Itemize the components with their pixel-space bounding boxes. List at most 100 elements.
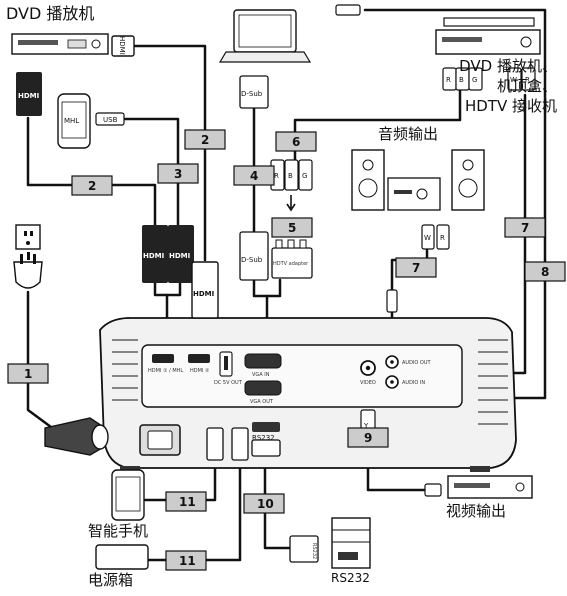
rbg-mid-g: G [302, 172, 307, 180]
usb-plugs-bottom [206, 427, 249, 461]
tag-10-text: 10 [257, 497, 274, 511]
cable-tags: 1 2 2 3 4 5 6 7 [7, 129, 566, 571]
tag-6: 6 [275, 131, 317, 152]
rbg-top-r: R [446, 76, 451, 84]
av-source-line-1: DVD 播放机、 [459, 57, 557, 75]
video-output-label: 视频输出 [446, 502, 507, 520]
wr-top-w: W [510, 76, 517, 84]
smartphone-label: 智能手机 [88, 522, 149, 540]
tag-11b-text: 11 [179, 554, 196, 568]
power-bank-label: 电源箱 [88, 571, 134, 589]
tag-9: 9 [347, 427, 389, 448]
rs232-port-label: RS232 [252, 434, 275, 442]
vga-in-port-label: VGA IN [252, 372, 270, 378]
tag-11a: 11 [165, 491, 207, 512]
wr-top-r: R [525, 76, 530, 84]
rbg-plugs-mid: R B G [270, 159, 313, 212]
tag-10: 10 [243, 493, 285, 514]
audio-in-port-label: AUDIO IN [402, 380, 425, 386]
tag-7a-text: 7 [412, 261, 420, 275]
power-plug [13, 252, 43, 289]
hdmi-plug-dvd-label: HDMI [118, 36, 126, 55]
tag-3: 3 [157, 163, 199, 184]
audio-jack-plug [386, 289, 398, 313]
hdmi-plug-left-label: HDMI [18, 92, 39, 100]
mhl-label: MHL [64, 117, 79, 125]
dc-out-port-label: DC 5V OUT [214, 380, 243, 386]
tag-2a-text: 2 [88, 179, 96, 193]
hdmi-plug-a-label: HDMI [143, 252, 164, 260]
wr-plugs-top: W R [507, 67, 536, 91]
hdmi1-port-label: HDMI ① / MHL [148, 368, 183, 374]
dsub-plug-bottom: D-Sub [239, 231, 269, 281]
audio-out-port-label: AUDIO OUT [402, 360, 432, 366]
tag-6-text: 6 [292, 135, 300, 149]
power-cord-plug [44, 417, 109, 456]
av-sources-label: DVD 播放机、 机顶盒、 HDTV 接收机 [459, 56, 557, 116]
laptop [218, 9, 312, 63]
tag-3-text: 3 [174, 167, 182, 181]
hdmi-plugs-pair: HDMI HDMI [142, 225, 194, 283]
tag-2b: 2 [184, 129, 226, 150]
mhl-phone: MHL [57, 93, 91, 149]
hdmi-plug-single: HDMI [191, 261, 219, 319]
hdtv-adapter-label: HDTV adapter [273, 261, 309, 267]
rs232-connector-side: RS232 [289, 535, 319, 563]
dsub-top-label: D-Sub [241, 90, 263, 98]
hdmi-plug-single-label: HDMI [193, 290, 214, 298]
cable-dsub-join [252, 278, 282, 298]
av-source-line-3: HDTV 接收机 [464, 97, 557, 115]
av-source-line-2: 机顶盒、 [496, 77, 557, 95]
vga-in-port[interactable] [244, 353, 282, 369]
rs232-side-label: RS232 [311, 543, 317, 559]
hdmi-plug-b-label: HDMI [169, 252, 190, 260]
dvd-player-right [435, 17, 541, 55]
tag-7b: 7 [504, 217, 546, 238]
hdmi2-port[interactable] [188, 354, 210, 363]
hdmi-plug-dvd: HDMI [111, 35, 135, 57]
vga-out-port[interactable] [244, 380, 282, 396]
cable-component [293, 82, 462, 162]
tag-4-text: 4 [250, 169, 258, 183]
cable-mhl [122, 117, 180, 227]
video-port-label: VIDEO [360, 380, 376, 386]
vcr [447, 475, 533, 499]
speakers [351, 149, 485, 211]
rbg-top-g: G [472, 76, 477, 84]
cable-hdmi-dvd-left [26, 116, 157, 227]
tag-8-text: 8 [541, 265, 549, 279]
tag-8: 8 [524, 261, 566, 282]
dsub-plug-top: D-Sub [239, 75, 269, 109]
wr-mid-r: R [440, 234, 445, 242]
tag-2b-text: 2 [201, 133, 209, 147]
tag-1-text: 1 [24, 367, 32, 381]
usb-plug: USB [95, 112, 125, 126]
tag-7a: 7 [395, 257, 437, 278]
rbg-mid-r: R [274, 172, 279, 180]
tag-11b: 11 [165, 550, 207, 571]
smartphone [111, 469, 145, 521]
power-outlet [15, 224, 41, 250]
cable-hdmi-pair-join [153, 281, 182, 297]
y-plug-label: Y [363, 422, 369, 430]
dvd-player-label: DVD 播放机 [6, 4, 95, 23]
tag-5-text: 5 [288, 221, 296, 235]
cable-hdmi-dvd-right [130, 44, 207, 262]
wr-plugs-mid: W R [421, 224, 450, 250]
cable-power [26, 290, 57, 432]
power-bank [95, 544, 149, 570]
rbg-plugs-top: R B G [442, 67, 483, 91]
tag-11a-text: 11 [179, 495, 196, 509]
usb-label: USB [103, 116, 118, 124]
audio-output-label: 音频输出 [378, 125, 439, 143]
dsub-bottom-label: D-Sub [241, 256, 263, 264]
wr-mid-w: W [424, 234, 431, 242]
tag-4: 4 [233, 165, 275, 186]
rbg-top-b: B [459, 76, 464, 84]
vga-out-port-label: VGA OUT [250, 399, 274, 405]
hdmi2-port-label: HDMI ② [190, 368, 210, 374]
rs232-port[interactable] [252, 422, 280, 432]
hdmi1-port[interactable] [152, 354, 174, 363]
projector: HDMI ① / MHL HDMI ② DC 5V OUT VGA IN VGA… [99, 317, 517, 472]
